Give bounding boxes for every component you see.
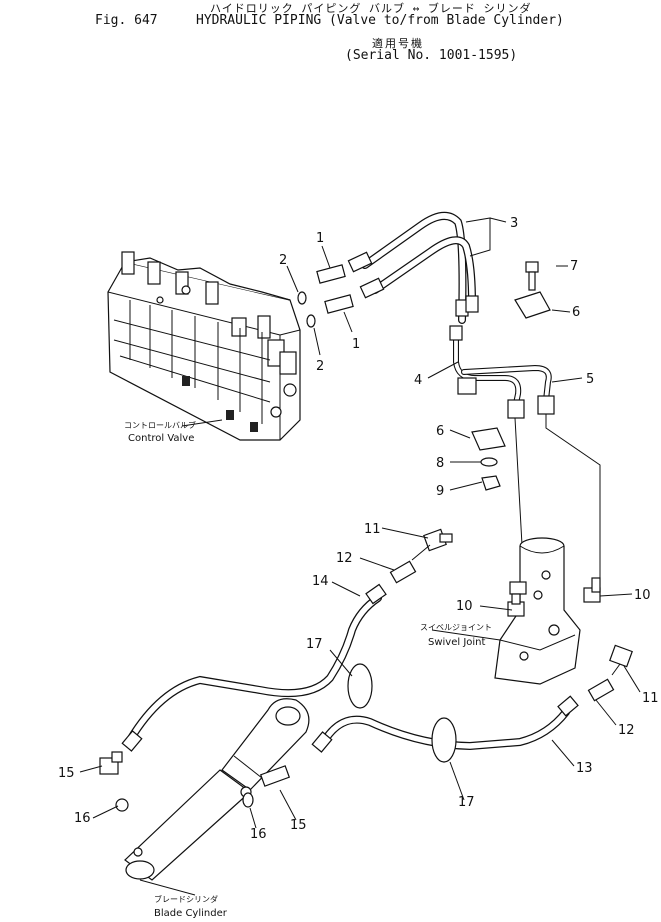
bolt-7 xyxy=(525,261,539,291)
swivel-joint-label-ja: スイベルジョイント xyxy=(420,623,492,632)
washer-8 xyxy=(480,457,498,467)
hose-14 xyxy=(121,583,387,752)
elbow-15-right xyxy=(259,765,291,787)
callout-10a: 10 xyxy=(634,588,651,603)
japanese-title: ハイドロリック パイピング バルブ ↔ ブレード シリンダ xyxy=(210,2,532,15)
hose-13 xyxy=(311,695,579,753)
o-ring-16-left xyxy=(115,798,129,812)
blade-cylinder-label-ja: ブレードシリンダ xyxy=(154,894,218,904)
callout-17a: 17 xyxy=(306,637,323,652)
control-valve-label: Control Valve xyxy=(128,433,194,444)
blade-cylinder-label: Blade Cylinder xyxy=(154,908,228,919)
elbow-11-upper xyxy=(423,528,453,552)
callout-12a: 12 xyxy=(336,551,353,566)
tube-4 xyxy=(449,325,525,419)
callout-1b: 1 xyxy=(352,337,360,352)
callout-7: 7 xyxy=(570,259,578,274)
serial-label-ja: 適用号機 xyxy=(372,37,424,50)
adapter-12-lower xyxy=(587,678,615,702)
o-ring-16-right xyxy=(242,792,254,808)
callout-11a: 11 xyxy=(364,522,381,537)
callout-3: 3 xyxy=(510,216,518,231)
callout-13: 13 xyxy=(576,761,593,776)
tube-clamp xyxy=(457,377,477,395)
control-valve-label-ja: コントロールバルブ xyxy=(124,420,196,430)
callout-16a: 16 xyxy=(74,811,91,826)
callout-12b: 12 xyxy=(618,723,635,738)
callout-8: 8 xyxy=(436,456,444,471)
callout-15b: 15 xyxy=(290,818,307,833)
callout-17b: 17 xyxy=(458,795,475,810)
callout-2a: 2 xyxy=(279,253,287,268)
callout-11b: 11 xyxy=(642,691,659,706)
callout-15a: 15 xyxy=(58,766,75,781)
callout-4: 4 xyxy=(414,373,422,388)
nut-9 xyxy=(481,475,501,491)
elbow-10-right xyxy=(583,577,601,603)
swivel-joint-drawing xyxy=(494,537,581,685)
callout-6b: 6 xyxy=(436,424,444,439)
callout-2b: 2 xyxy=(316,359,324,374)
swivel-joint-label: Swivel Joint xyxy=(428,637,486,648)
elbow-15-left xyxy=(99,751,123,775)
clamp-6-lower xyxy=(471,427,506,451)
callout-6a: 6 xyxy=(572,305,580,320)
blade-cylinder-drawing xyxy=(124,698,310,881)
serial-range: (Serial No. 1001-1595) xyxy=(345,48,518,63)
callout-14: 14 xyxy=(312,574,329,589)
clamp-6-upper xyxy=(514,291,551,319)
callout-10b: 10 xyxy=(456,599,473,614)
callout-9: 9 xyxy=(436,484,444,499)
control-valve-drawing xyxy=(107,251,301,441)
callout-16b: 16 xyxy=(250,827,267,842)
hose-guard-17-left xyxy=(347,663,373,709)
figure-title: HYDRAULIC PIPING (Valve to/from Blade Cy… xyxy=(196,13,564,28)
callout-5: 5 xyxy=(586,372,594,387)
callout-1a: 1 xyxy=(316,231,324,246)
elbow-11-lower xyxy=(609,644,633,668)
adapters-1 xyxy=(316,264,354,314)
o-rings-2 xyxy=(297,291,316,328)
adapter-12-upper xyxy=(389,560,417,584)
hose-guard-17-right xyxy=(431,717,457,763)
hose-assembly-3 xyxy=(347,212,479,324)
leader-lines xyxy=(79,217,641,896)
figure-number: Fig. 647 xyxy=(95,13,158,28)
